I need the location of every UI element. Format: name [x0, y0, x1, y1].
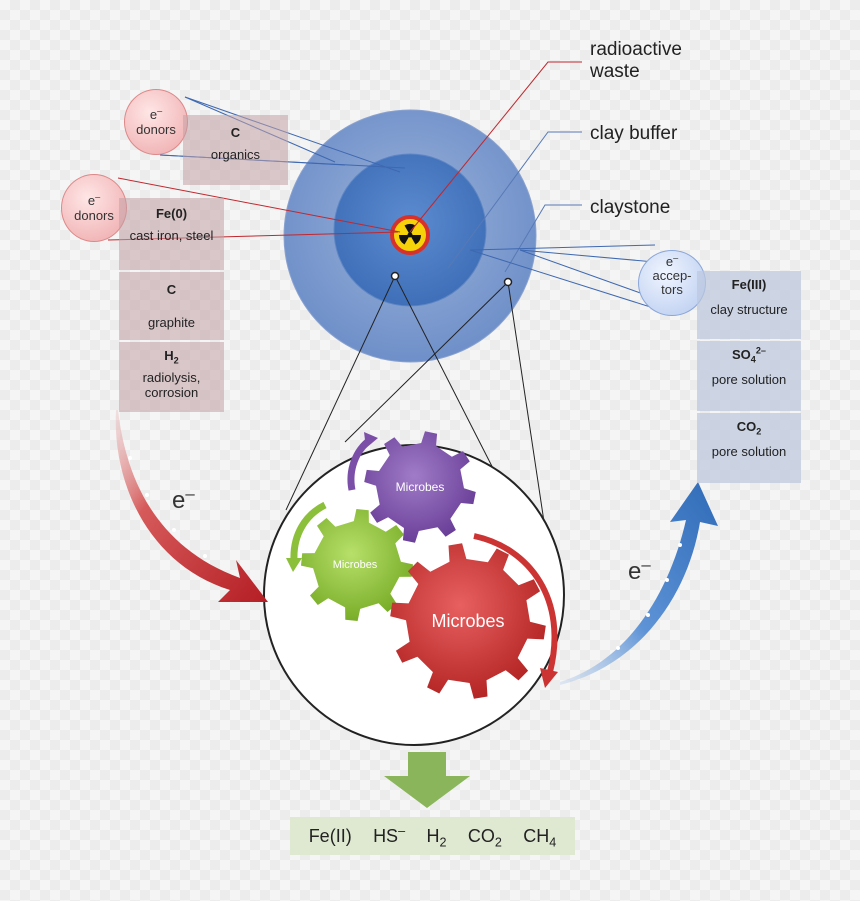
- product-item: HS–: [373, 824, 406, 846]
- green-gear: [301, 509, 413, 621]
- red-arrow-dots: [128, 456, 207, 558]
- clay-buffer-label: clay buffer: [590, 123, 678, 144]
- donor-box-graphite: C graphite: [119, 272, 224, 340]
- gear-purple-body: [364, 431, 476, 543]
- purple-cycle-arrowhead: [364, 432, 378, 448]
- purple-gear-label: Microbes: [395, 480, 445, 494]
- donors-bubble-left: e–donors: [61, 174, 127, 242]
- acceptors-bubble: e–accep-tors: [638, 250, 706, 316]
- donor-box-h2: H2 radiolysis, corrosion: [119, 342, 224, 412]
- product-item: H2: [426, 826, 447, 850]
- red-gear: [390, 543, 546, 699]
- purple-gear: [364, 431, 476, 543]
- acceptor-line: [469, 249, 661, 311]
- red-cycle-arrow: [473, 533, 558, 673]
- green-cycle-arrow: [290, 501, 327, 561]
- product-item: Fe(II): [308, 826, 352, 846]
- claystone-label: claystone: [590, 197, 671, 218]
- acceptor-box-co2: CO2 pore solution: [697, 413, 801, 483]
- donor-line: [117, 177, 401, 233]
- green-cycle-arrowhead: [286, 558, 302, 572]
- donors-bubble-top: e–donors: [124, 89, 188, 155]
- donor-box-organics: C organics: [183, 115, 288, 185]
- acceptor-box-fe3: Fe(III) clay structure: [697, 271, 801, 339]
- blue-arrow-dots: [616, 543, 682, 650]
- green-down-arrow: [384, 752, 470, 808]
- radioactive-waste-leader: [409, 61, 582, 233]
- donor-line: [184, 96, 401, 173]
- zoom-point: [390, 271, 400, 281]
- clay-buffer-leader: [447, 131, 582, 269]
- zoom-point: [503, 277, 513, 287]
- product-item: CO2: [467, 826, 502, 850]
- red-electron-arrow: [115, 410, 268, 602]
- radioactive-icon: [390, 215, 430, 255]
- zoom-line: [344, 281, 509, 443]
- acceptor-line: [519, 249, 661, 301]
- claystone-leader: [504, 204, 582, 273]
- acceptor-line: [469, 244, 656, 251]
- green-gear-label: Microbes: [332, 559, 378, 571]
- red-cycle-arrowhead: [540, 668, 558, 688]
- electron-label-left: e–: [172, 484, 195, 514]
- electron-label-right: e–: [628, 555, 651, 585]
- zoom-line: [285, 275, 396, 511]
- gear-red-body: [390, 543, 546, 699]
- product-item: CH4: [523, 826, 557, 850]
- blue-electron-arrow: [560, 482, 718, 685]
- acceptor-box-so4: SO42– pore solution: [697, 341, 801, 411]
- acceptor-line: [519, 249, 656, 263]
- red-gear-label: Microbes: [431, 611, 505, 631]
- products-box: Fe(II) HS– H2 CO2 CH4: [290, 817, 575, 855]
- gear-green-body: [301, 509, 413, 621]
- donor-box-fe0: Fe(0) cast iron, steel: [119, 198, 224, 270]
